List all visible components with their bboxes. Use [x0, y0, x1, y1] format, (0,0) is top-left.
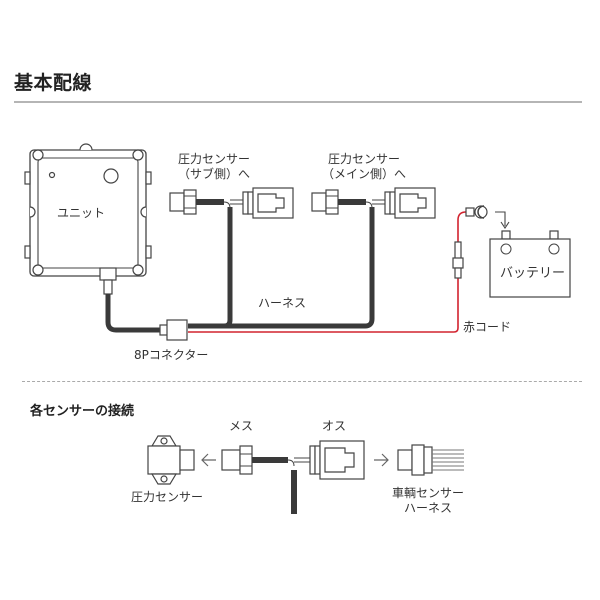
sensor-sub-label: 圧力センサー （サブ側）へ [178, 152, 250, 182]
8p-connector [159, 319, 188, 341]
page-title: 基本配線 [14, 72, 93, 94]
pressure-sensor-label: 圧力センサー [131, 490, 204, 504]
unit-label: ユニット [57, 206, 106, 220]
vehicle-harness-connector [397, 444, 464, 476]
harness-cable [105, 294, 162, 333]
harness-label: ハーネス [258, 296, 307, 310]
vehicle-harness-line1: 車輌センサー [392, 486, 465, 500]
female-label: メス [229, 419, 254, 433]
arrow-left-icon [201, 453, 216, 467]
sensor-main-label: 圧力センサー （メイン側）へ [322, 152, 406, 182]
title-divider [14, 101, 582, 103]
male-connector [309, 440, 365, 480]
pressure-sensor-icon [147, 435, 195, 485]
battery [489, 230, 571, 298]
vehicle-harness-label: 車輌センサー ハーネス [392, 486, 464, 516]
sensor-connector-sub [169, 187, 294, 219]
sensor-connector-main [311, 187, 436, 219]
ring-terminal-icon [465, 205, 510, 229]
sensor-sub-line2: （サブ側）へ [178, 167, 251, 181]
female-connector [221, 445, 288, 475]
red-cord [188, 262, 459, 333]
harness-cable-main [188, 207, 375, 329]
sensor-connection-title: 各センサーの接続 [30, 404, 135, 419]
sensor-main-line2: （メイン側）へ [322, 167, 407, 181]
8p-connector-label: 8Pコネクター [134, 348, 209, 362]
cable-segment [291, 470, 297, 514]
red-cord-label: 赤コード [463, 320, 512, 334]
sensor-sub-line1: 圧力センサー [178, 152, 251, 166]
section-divider [22, 381, 582, 382]
arrow-right-icon [374, 453, 389, 467]
male-label: オス [322, 419, 347, 433]
battery-label: バッテリー [500, 266, 566, 281]
sensor-main-line1: 圧力センサー [328, 152, 401, 166]
unit-box [24, 143, 152, 295]
fuse-icon [452, 241, 464, 279]
vehicle-harness-line2: ハーネス [404, 501, 453, 515]
harness-cable-sub [188, 207, 233, 329]
